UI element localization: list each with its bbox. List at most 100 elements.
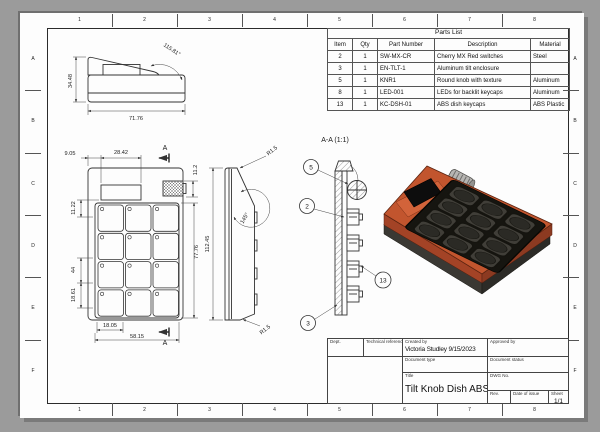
svg-text:3: 3	[306, 321, 310, 328]
part-description: LEDs for backlit keycaps	[434, 86, 531, 99]
grid-row-label: E	[31, 305, 35, 311]
part-material: Aluminum	[529, 86, 571, 99]
section-title: A-A (1:1)	[321, 137, 349, 144]
grid-col-label: 7	[468, 17, 471, 23]
side-view: 34.48 71.76 115.81°	[68, 42, 186, 122]
front-view: 9.05 28.42 A 11.2 77.76 11.22 44 18.61 1…	[65, 145, 200, 347]
part-description: Round knob with texture	[434, 74, 531, 87]
part-item: 8	[327, 86, 353, 99]
balloon-knob	[303, 159, 319, 175]
svg-text:5: 5	[309, 165, 313, 172]
title-label: Title	[405, 373, 414, 378]
grid-row-label: C	[31, 181, 35, 187]
date-of-issue-label: Date of issue	[513, 391, 540, 396]
parts-row: 8 1 LED-001 LEDs for backlit keycaps Alu…	[327, 86, 571, 99]
created-by-value: Victoria Studley 9/15/2023	[405, 345, 476, 353]
dim-screen-to-grid: 11.22	[71, 201, 77, 215]
part-number: KC-DSH-01	[377, 98, 435, 111]
svg-text:2: 2	[305, 204, 309, 211]
screen-outline	[100, 184, 142, 201]
parts-row: 5 1 KNR1 Round knob with texture Aluminu…	[327, 74, 571, 87]
part-material	[529, 62, 571, 75]
grid-col-label: 4	[273, 17, 276, 23]
section-label-top: A	[163, 145, 168, 152]
parts-col-header: Description	[434, 38, 531, 51]
grid-row-label: D	[573, 243, 577, 249]
sheet-number: 1/1	[553, 397, 564, 405]
part-item: 2	[327, 50, 353, 63]
part-item: 5	[327, 74, 353, 87]
document-status-label: Document status	[490, 357, 524, 362]
grid-col-label: 6	[403, 17, 406, 23]
dim-side-angle: 115.81°	[162, 42, 181, 58]
grid-row-label: E	[573, 305, 577, 311]
dim-tilt-angle: 145°	[240, 212, 251, 225]
grid-col-label: 7	[468, 407, 471, 413]
dept-label: Dept.	[330, 339, 341, 344]
part-number: LED-001	[377, 86, 435, 99]
technical-reference-label: Technical reference	[366, 339, 402, 344]
grid-col-label: 8	[533, 407, 536, 413]
dim-knob-height: 11.2	[193, 165, 199, 175]
keypad-plate-3d	[405, 180, 546, 273]
title-block: Dept. Technical reference Created by Vic…	[327, 338, 569, 405]
rev-label: Rev.	[490, 391, 499, 396]
dim-key-pitch: 18.61	[71, 288, 77, 302]
part-qty: 1	[352, 62, 378, 75]
keypad-grid-outline	[94, 202, 180, 319]
svg-text:13: 13	[379, 278, 387, 285]
grid-row-label: C	[573, 181, 577, 187]
grid-row-label: A	[31, 56, 35, 62]
parts-col-header: Qty	[352, 38, 378, 51]
parts-row: 3 1 EN-TLT-1 Aluminum tilt enclosure	[327, 62, 571, 75]
part-qty: 1	[352, 86, 378, 99]
grid-row-label: D	[31, 243, 35, 249]
balloon-keycap	[374, 271, 392, 289]
sheet-label: Sheet	[551, 391, 563, 396]
grid-row-label: F	[573, 368, 577, 374]
dim-screen-width: 28.42	[114, 150, 128, 156]
part-qty: 1	[352, 50, 378, 63]
dim-grid-height: 77.76	[194, 245, 200, 259]
grid-col-label: 2	[143, 17, 146, 23]
grid-row-label: B	[31, 118, 35, 124]
section-view: A-A (1:1) 5 2 13 3	[299, 137, 392, 331]
title-block-empty-cell	[327, 356, 403, 404]
profile-view: 112.45 R1.5 145° R1.5	[205, 145, 279, 336]
grid-col-label: 5	[338, 407, 341, 413]
dim-side-height: 34.48	[68, 74, 74, 88]
part-material: ABS Plastic	[529, 98, 571, 111]
part-qty: 1	[352, 74, 378, 87]
part-number: SW-MX-CR	[377, 50, 435, 63]
grid-row-label: F	[31, 368, 35, 374]
section-label-bottom: A	[163, 340, 168, 347]
dim-profile-height: 112.45	[205, 236, 211, 253]
dim-side-width: 71.76	[129, 116, 143, 122]
part-description: ABS dish keycaps	[434, 98, 531, 111]
document-type-label: Document type	[405, 357, 436, 362]
part-description: Aluminum tilt enclosure	[434, 62, 531, 75]
part-item: 13	[327, 98, 353, 111]
drawing-frame	[47, 28, 569, 404]
grid-col-label: 3	[208, 17, 211, 23]
grid-col-label: 1	[78, 17, 81, 23]
grid-col-label: 8	[533, 17, 536, 23]
dim-row-span: 44	[71, 267, 77, 273]
part-number: EN-TLT-1	[377, 62, 435, 75]
grid-col-label: 6	[403, 407, 406, 413]
parts-list-table: Parts List Item Qty Part Number Descript…	[326, 28, 571, 111]
dim-grid-width: 58.15	[130, 334, 144, 340]
dim-edge-offset: 9.05	[65, 151, 76, 157]
parts-col-header: Item	[327, 38, 353, 51]
part-material: Steel	[529, 50, 571, 63]
part-qty: 1	[352, 98, 378, 111]
parts-col-header: Part Number	[377, 38, 435, 51]
grid-row-label: A	[573, 56, 577, 62]
dwg-no-label: DWG No.	[490, 373, 510, 378]
approved-by-label: Approved by	[490, 339, 516, 344]
grid-col-label: 1	[78, 407, 81, 413]
parts-row: 2 1 SW-MX-CR Cherry MX Red switches Stee…	[327, 50, 571, 63]
balloon-enclosure	[300, 315, 316, 331]
grid-col-label: 2	[143, 407, 146, 413]
